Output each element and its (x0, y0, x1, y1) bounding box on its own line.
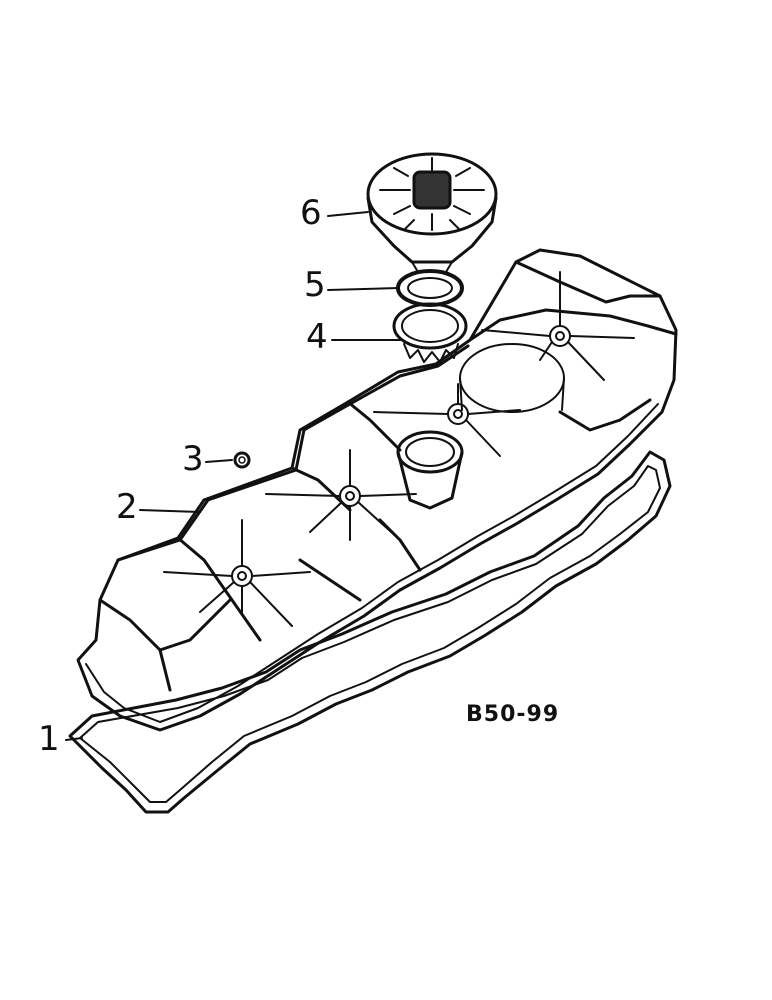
callout-3: 3 (182, 439, 204, 479)
callout-1: 1 (38, 719, 60, 759)
o-ring-drawing (396, 269, 464, 307)
filler-cap-drawing (366, 152, 498, 273)
callout-2: 2 (116, 487, 138, 527)
callout-5: 5 (304, 265, 326, 305)
figure-id: B50-99 (466, 702, 560, 727)
sealing-washer-drawing (233, 451, 251, 469)
callout-4: 4 (306, 317, 328, 357)
callout-6: 6 (300, 193, 322, 233)
clamp-ring-drawing (392, 302, 468, 363)
valve-cover-drawing (76, 248, 678, 732)
leader-lines (65, 211, 403, 741)
gasket-drawing (68, 450, 672, 814)
